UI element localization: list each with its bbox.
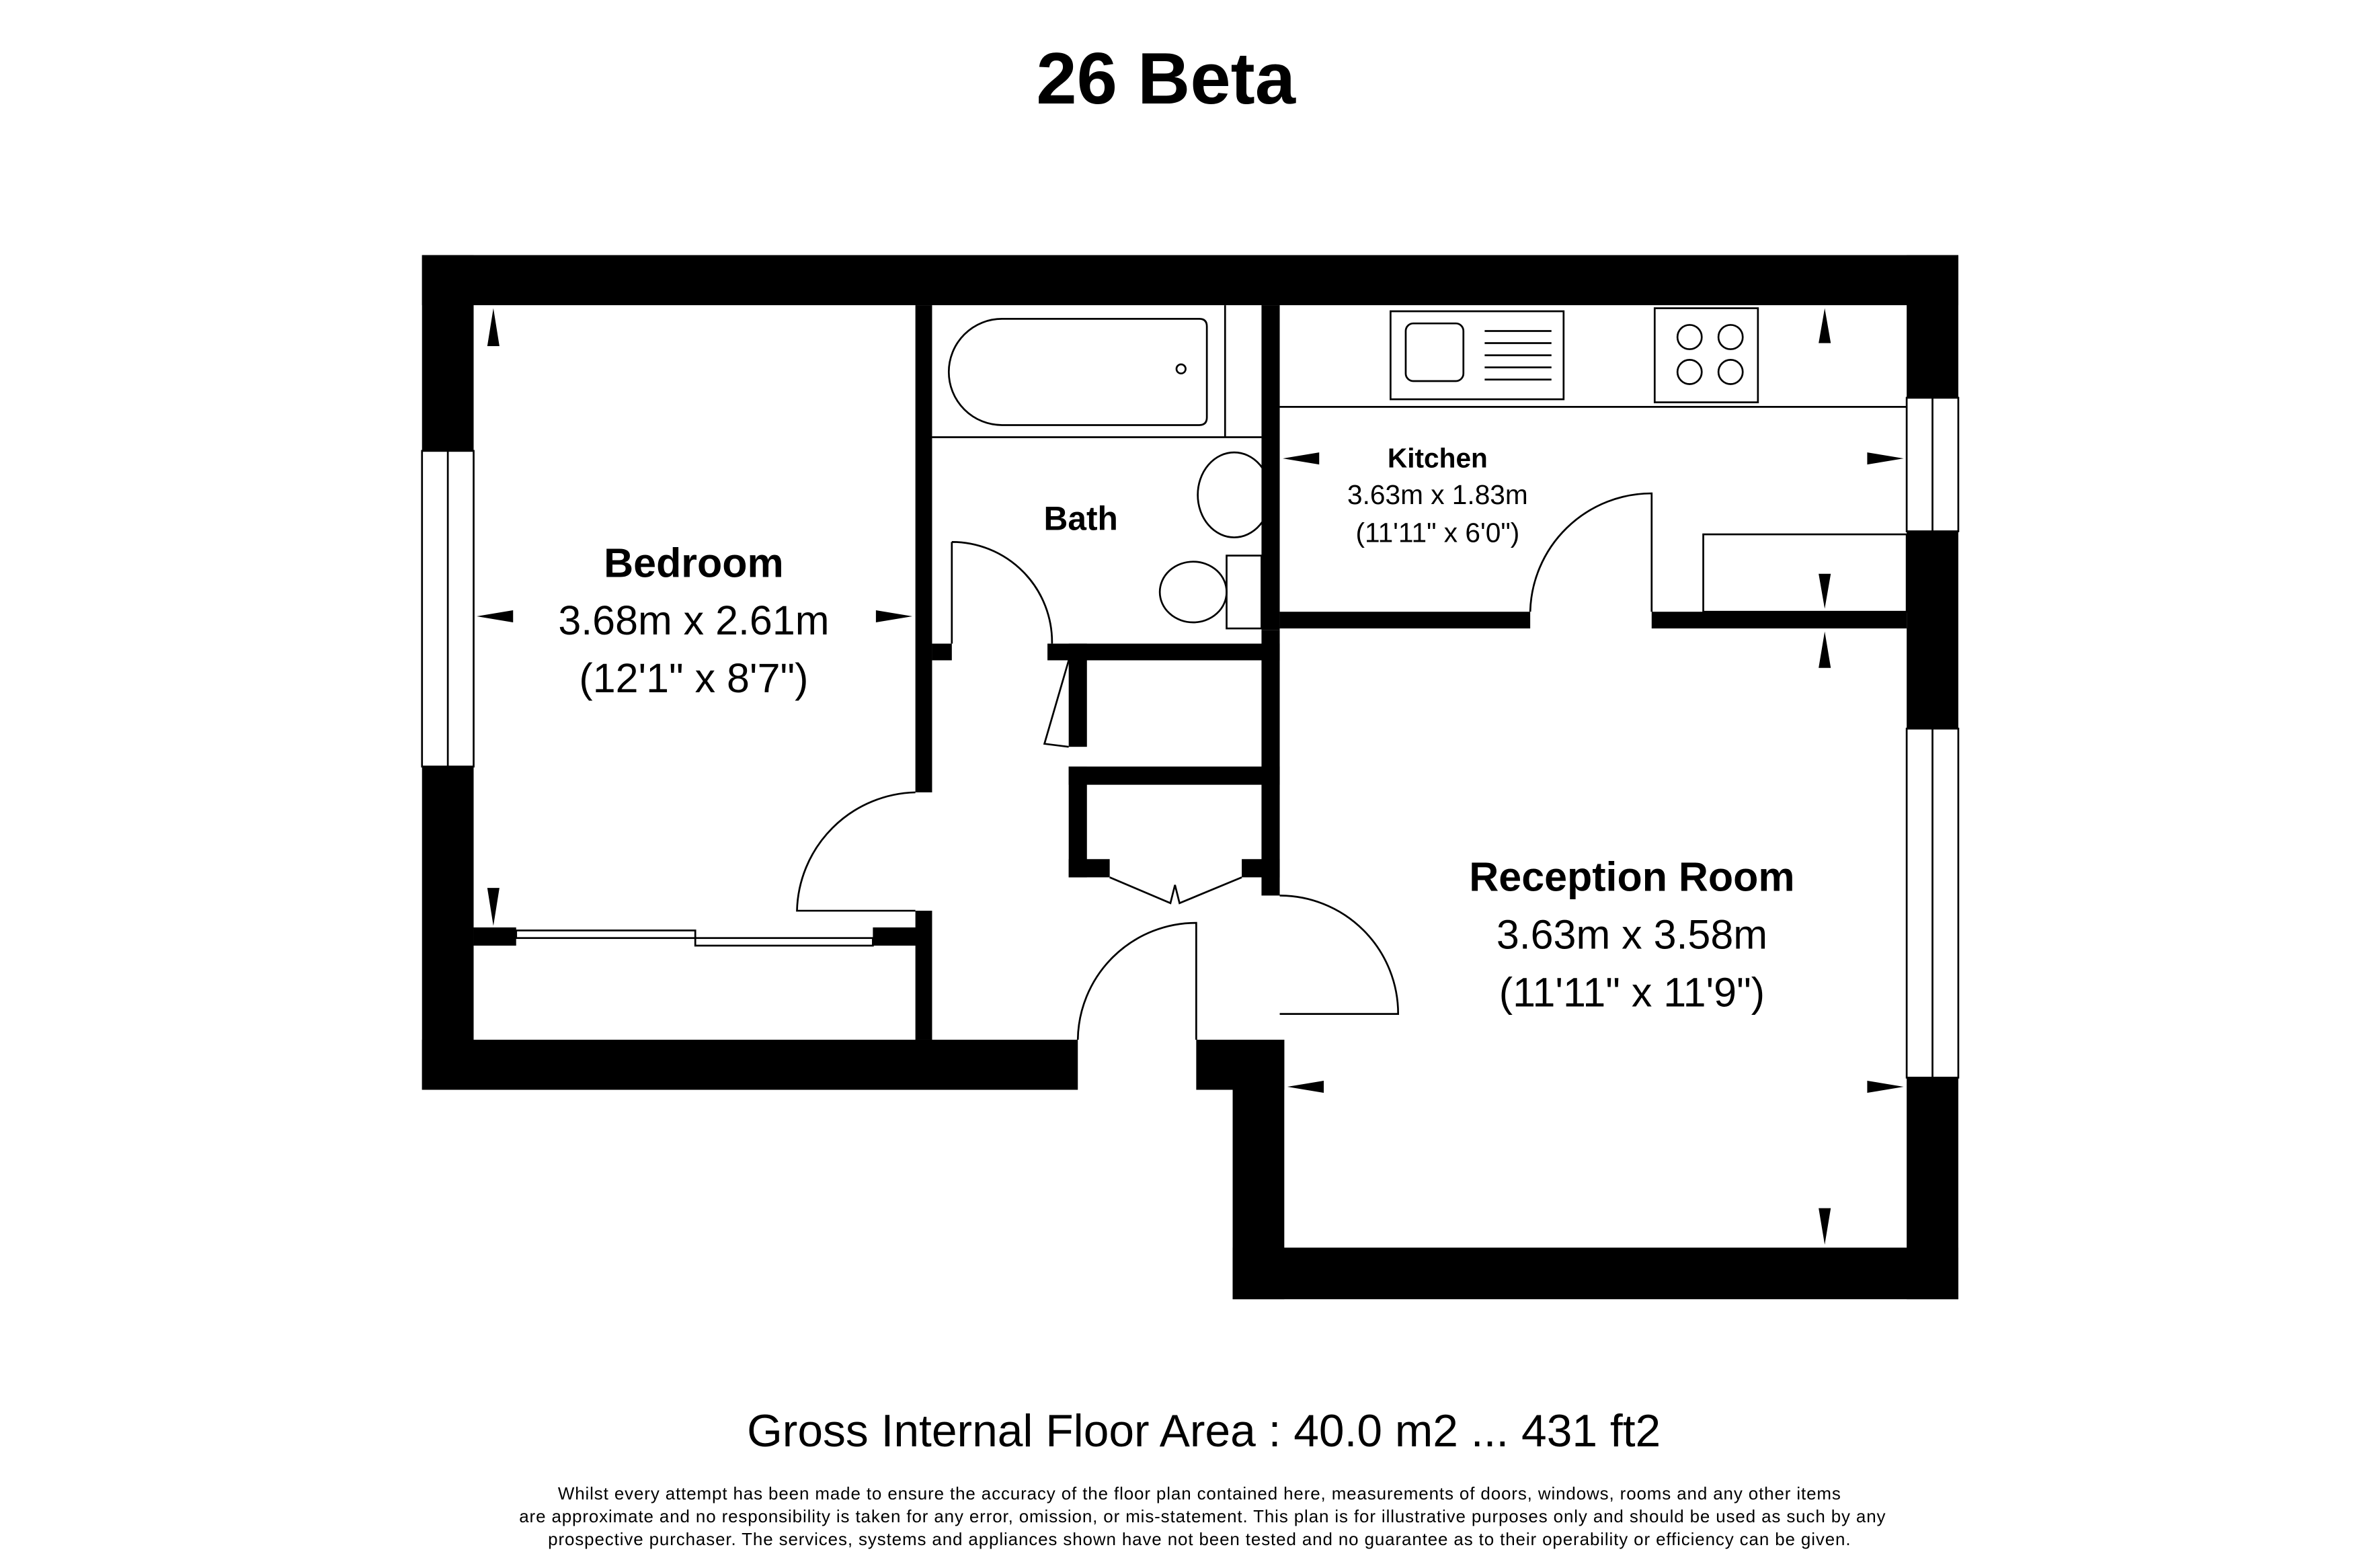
sink xyxy=(1390,310,1565,401)
room-bedroom: Bedroom 3.68m x 2.61m (12'1" x 8'7") xyxy=(558,540,829,701)
room-kitchen: Kitchen 3.63m x 1.83m (11'11" x 6'0") xyxy=(1347,443,1528,548)
svg-text:Bedroom: Bedroom xyxy=(604,540,784,585)
toilet xyxy=(1158,561,1228,624)
fixtures xyxy=(932,305,1908,630)
svg-text:Reception Room: Reception Room xyxy=(1469,854,1794,900)
room-bath: Bath xyxy=(1044,499,1118,537)
svg-text:(11'11" x 11'9"): (11'11" x 11'9") xyxy=(1499,969,1765,1015)
hob xyxy=(1653,307,1759,403)
svg-text:(12'1" x 8'7"): (12'1" x 8'7") xyxy=(579,655,808,701)
svg-text:Kitchen: Kitchen xyxy=(1388,443,1488,474)
plan-title: 26 Beta xyxy=(1036,38,1295,119)
svg-text:3.63m x 3.58m: 3.63m x 3.58m xyxy=(1497,911,1767,957)
svg-text:are approximate and no respons: are approximate and no responsibility is… xyxy=(519,1506,1885,1526)
svg-text:Bath: Bath xyxy=(1044,499,1118,537)
walls xyxy=(422,255,1958,1300)
windows xyxy=(421,397,1960,1079)
bathtub xyxy=(947,318,1208,426)
svg-text:(11'11" x 6'0"): (11'11" x 6'0") xyxy=(1355,517,1519,548)
svg-text:prospective purchaser. The ser: prospective purchaser. The services, sys… xyxy=(548,1529,1850,1549)
svg-text:3.68m x 2.61m: 3.68m x 2.61m xyxy=(558,597,829,643)
svg-text:Whilst every attempt has been: Whilst every attempt has been made to en… xyxy=(558,1483,1841,1503)
floor-area: Gross Internal Floor Area : 40.0 m2 ... … xyxy=(747,1406,1661,1456)
washbasin xyxy=(1197,451,1272,538)
svg-text:3.63m x 1.83m: 3.63m x 1.83m xyxy=(1347,479,1528,510)
dimension-arrows xyxy=(477,308,1904,1245)
disclaimer: Whilst every attempt has been made to en… xyxy=(519,1483,1885,1549)
doors xyxy=(515,492,1653,1040)
room-reception: Reception Room 3.63m x 3.58m (11'11" x 1… xyxy=(1469,854,1794,1016)
